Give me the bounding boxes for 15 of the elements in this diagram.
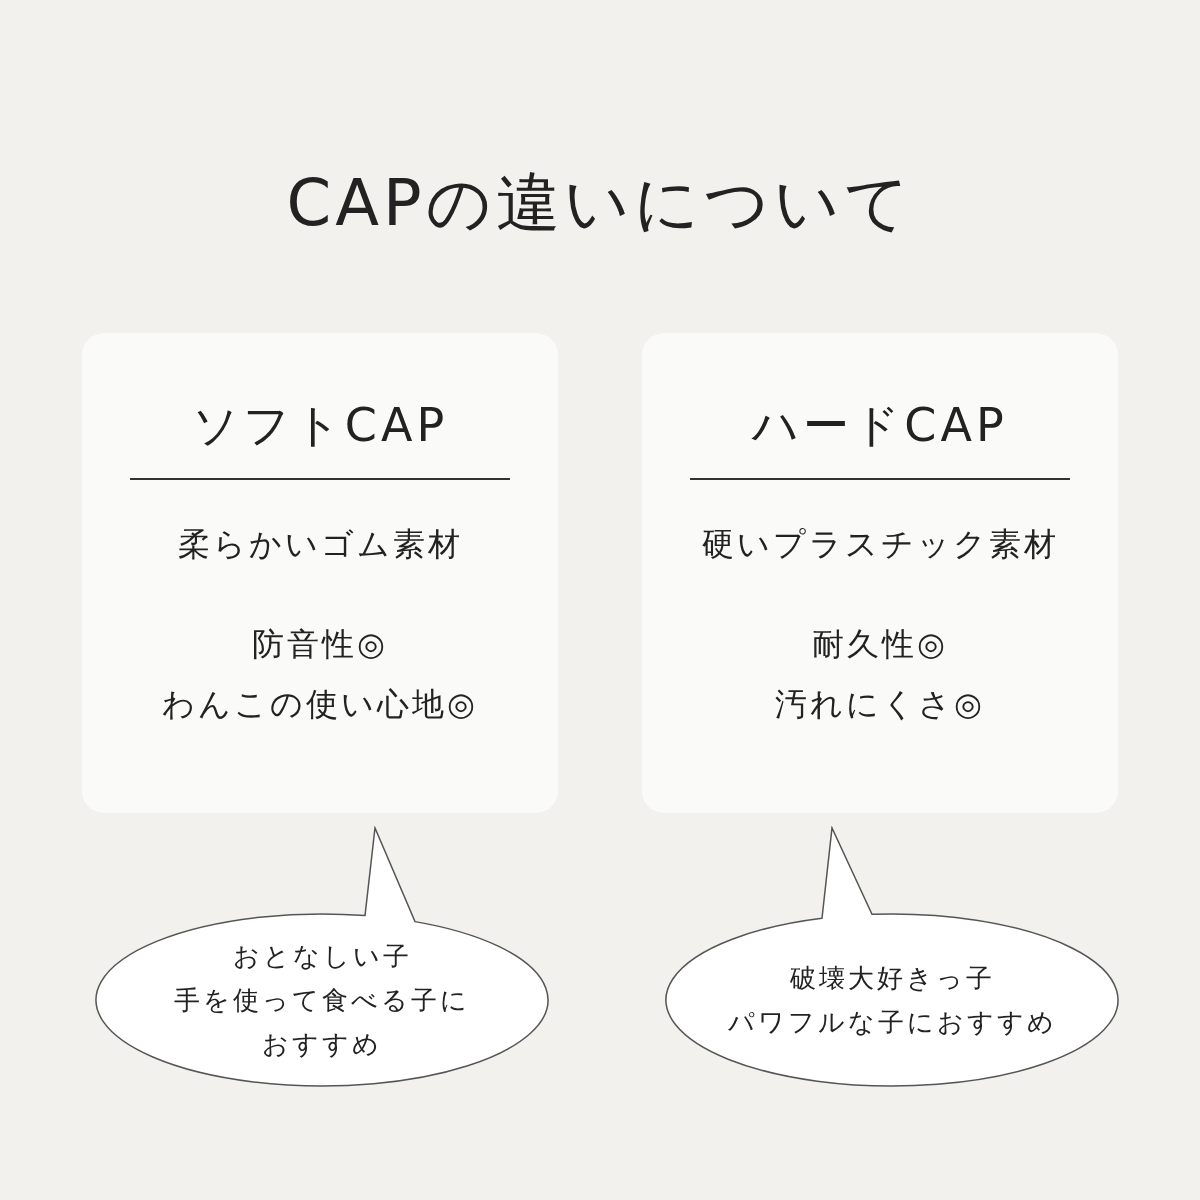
card-text: 耐久性◎ — [812, 624, 948, 665]
page-title: CAPの違いについて — [286, 166, 914, 240]
bubble-text: パワフルな子におすすめ — [727, 1006, 1057, 1039]
bubble-text: 手を使って食べる子におすすめ — [173, 984, 471, 1061]
info-card — [82, 333, 558, 813]
card-text: 柔らかいゴム素材 — [177, 524, 463, 565]
info-card — [642, 333, 1118, 813]
card-text: わんこの使い心地◎ — [162, 684, 478, 725]
card-text: 硬いプラスチック素材 — [701, 524, 1059, 565]
card-heading: ソフトCAP — [191, 398, 449, 452]
card-text: 防音性◎ — [252, 624, 388, 665]
card-text: 汚れにくさ◎ — [775, 684, 985, 725]
bubble-text: 破壊大好きっ子 — [789, 962, 995, 995]
bubble-text: おとなしい子 — [232, 940, 412, 973]
card-heading: ハードCAP — [752, 398, 1008, 452]
